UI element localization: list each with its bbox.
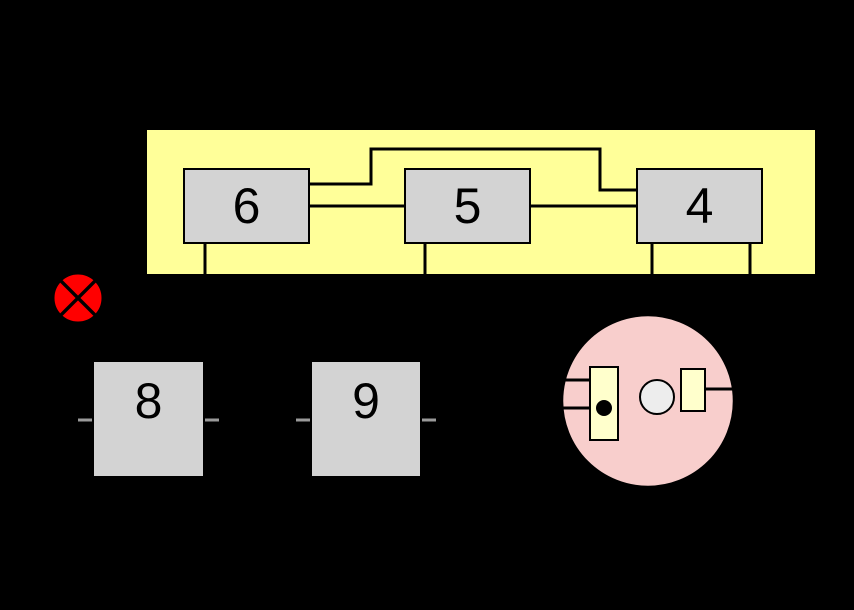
relay-box-9: 9 [310, 360, 422, 478]
fuse-box-5: 5 [404, 168, 531, 244]
connector-plug [560, 313, 736, 489]
fuse-box-4-label: 4 [685, 178, 714, 234]
connector-center-hole [639, 379, 675, 415]
fuse-box-6-label: 6 [232, 178, 261, 234]
fuse-box-5-label: 5 [453, 178, 482, 234]
relay-box-8-label: 8 [134, 373, 163, 429]
connector-terminal-right [680, 368, 706, 412]
connector-terminal-left [589, 366, 619, 441]
wire-step-box6-box4 [310, 147, 636, 192]
fuse-box-4: 4 [636, 168, 763, 244]
panel-wires [203, 147, 752, 276]
relay-box-9-label: 9 [352, 373, 380, 429]
connector-pin-dot [596, 400, 612, 416]
relay-box-8: 8 [92, 360, 205, 478]
fuse-box-6: 6 [183, 168, 310, 244]
lamp-icon [51, 271, 105, 325]
lamp-cross-line-2 [59, 279, 97, 317]
